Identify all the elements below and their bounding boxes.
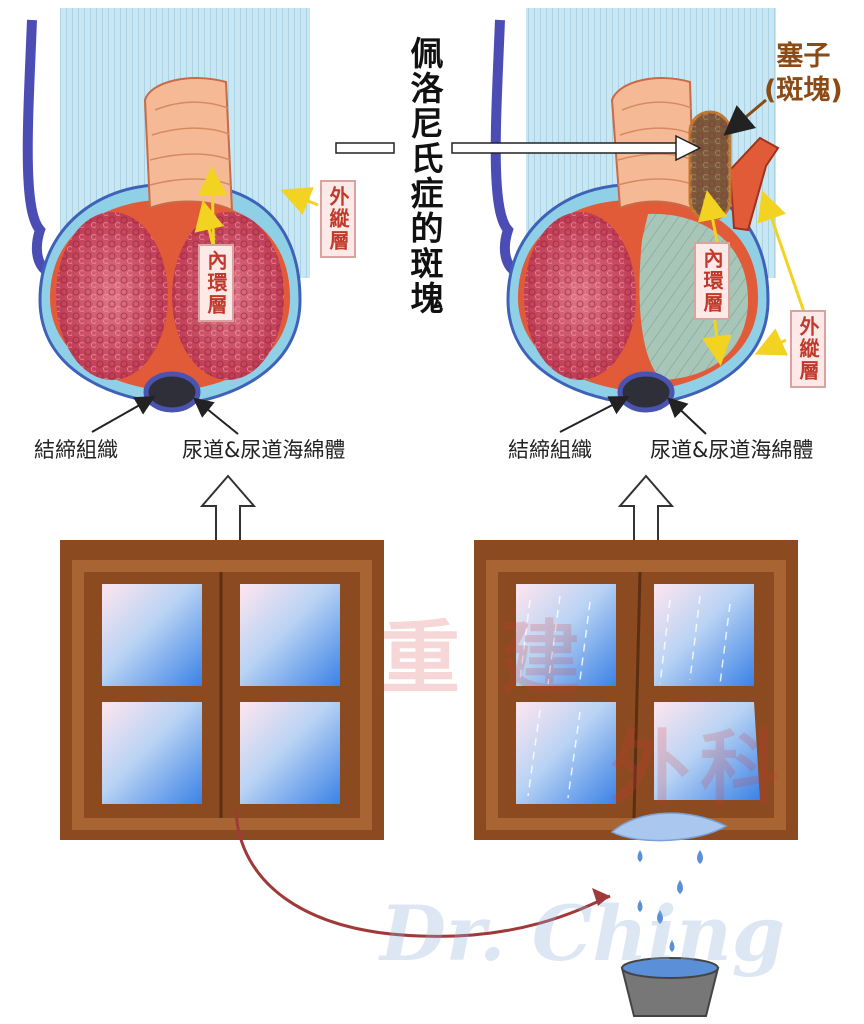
left-penis-cross-section (8, 4, 358, 435)
leak-and-bucket (610, 812, 728, 1017)
plug-label: 塞子 (斑塊) (764, 40, 843, 108)
right-torn-tunica (728, 136, 780, 232)
rain-streaks (519, 595, 731, 799)
left-pane-bottom-left (102, 702, 202, 804)
left-connective-tissue-label: 結締組織 (34, 438, 118, 462)
left-pane-top-left (102, 584, 202, 686)
water-puddle (610, 812, 728, 842)
left-outer-layer-label: 外縱層 (320, 180, 356, 258)
right-urethra-label: 尿道&尿道海綿體 (650, 438, 814, 462)
watermark-chinese: 重 建 外 科 (380, 612, 780, 815)
watermark-char-3: 外 (610, 722, 690, 815)
watermark-char-4: 科 (700, 722, 780, 815)
watermark-char-2: 建 (500, 612, 580, 705)
watermark-signature: Dr. Ching (378, 889, 785, 978)
watermark-char-1: 重 (380, 612, 460, 705)
left-pane-bottom-right (240, 702, 340, 804)
water-drops (637, 850, 703, 952)
plug-label-line2: (斑塊) (764, 75, 843, 106)
right-urethra (617, 371, 675, 413)
left-urethra (143, 371, 201, 413)
right-window-broken (474, 540, 798, 840)
right-connective-tissue-label: 結締組織 (508, 438, 592, 462)
left-pane-top-right (240, 584, 340, 686)
cracked-pane (654, 702, 760, 800)
center-title: 佩洛尼氏症的斑塊 (405, 36, 444, 316)
curved-arrow (234, 811, 611, 938)
transition-arrow (335, 134, 702, 162)
left-urethra-label: 尿道&尿道海綿體 (182, 438, 346, 462)
right-penis-cross-section (476, 4, 806, 435)
left-window (60, 540, 384, 840)
left-shaft (143, 77, 234, 212)
plug-label-line1: 塞子 (776, 41, 831, 72)
right-outer-layer-label: 外縱層 (790, 310, 826, 388)
left-inner-layer-label: 內環層 (198, 244, 234, 322)
right-inner-layer-label: 內環層 (694, 242, 730, 320)
